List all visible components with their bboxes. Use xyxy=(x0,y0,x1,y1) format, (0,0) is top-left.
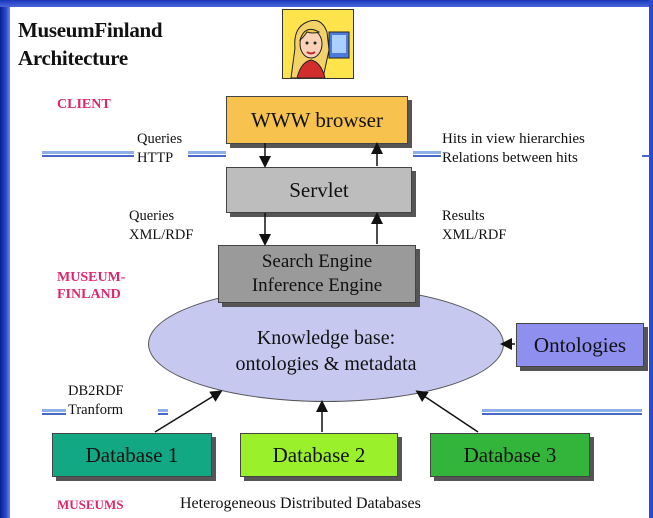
client-separator-mid-2 xyxy=(188,155,226,157)
database-3-box: Database 3 xyxy=(430,433,590,477)
woman-at-computer-clipart-icon xyxy=(282,9,354,79)
knowledge-base-line-2: ontologies & metadata xyxy=(235,353,417,375)
museum-separator-a-2 xyxy=(158,413,168,415)
museumfinland-layer-label: MUSEUM- FINLAND xyxy=(57,269,125,303)
museum-separator-right xyxy=(482,409,642,412)
queries-http-line-1: Queries xyxy=(137,131,183,147)
slide-right-border xyxy=(649,0,653,518)
www-browser-box: WWW browser xyxy=(226,96,408,144)
results-label: Results XML/RDF xyxy=(442,207,506,245)
arrow-db1-to-kb xyxy=(154,390,223,433)
title-line-2: Architecture xyxy=(18,46,128,70)
hits-line-1: Hits in view hierarchies xyxy=(442,131,585,147)
client-separator-end xyxy=(642,155,650,157)
ontologies-box: Ontologies xyxy=(516,323,644,367)
servlet-box: Servlet xyxy=(226,167,412,213)
museum-separator-left-2 xyxy=(42,413,66,415)
museumfinland-label-line-1: MUSEUM- xyxy=(57,270,126,285)
knowledge-base-line-1: Knowledge base: xyxy=(256,327,396,349)
db2rdf-line-2: Tranform xyxy=(68,402,124,418)
search-engine-label: Search Engine xyxy=(261,251,373,272)
hits-label: Hits in view hierarchies Relations betwe… xyxy=(442,130,585,168)
queries-xml-line-2: XML/RDF xyxy=(129,227,194,243)
arrow-db3-to-kb xyxy=(415,390,479,433)
results-line-1: Results xyxy=(442,208,485,224)
inference-engine-label: Inference Engine xyxy=(251,275,383,296)
db2rdf-line-1: DB2RDF xyxy=(68,383,124,399)
search-inference-engine-box: Search Engine Inference Engine xyxy=(218,245,416,303)
database-1-box: Database 1 xyxy=(52,433,212,477)
queries-xml-label: Queries XML/RDF xyxy=(129,207,193,245)
client-layer-label: CLIENT xyxy=(57,97,111,112)
client-separator-left-2 xyxy=(42,155,134,157)
queries-http-label: Queries HTTP xyxy=(137,130,182,168)
database-2-box: Database 2 xyxy=(240,433,398,477)
museum-separator-right-2 xyxy=(482,413,642,415)
museums-layer-label: MUSEUMS xyxy=(57,497,124,512)
museumfinland-label-line-2: FINLAND xyxy=(57,287,121,302)
results-line-2: XML/RDF xyxy=(442,227,507,243)
client-separator-right-2 xyxy=(413,155,441,157)
client-separator-mid xyxy=(188,151,226,154)
hits-line-2: Relations between hits xyxy=(442,150,578,166)
museums-caption: Heterogeneous Distributed Databases xyxy=(180,495,421,512)
db2rdf-label: DB2RDF Tranform xyxy=(68,382,124,420)
title-line-1: MuseumFinland xyxy=(18,18,163,42)
museum-separator-a xyxy=(158,409,168,412)
knowledge-base-ellipse: Knowledge base: ontologies & metadata xyxy=(148,286,504,402)
queries-http-line-2: HTTP xyxy=(137,150,174,166)
client-separator-right xyxy=(413,151,441,154)
slide-title: MuseumFinland Architecture xyxy=(18,16,163,72)
client-separator-left xyxy=(42,151,134,154)
slide-top-border xyxy=(0,0,653,7)
slide-left-border xyxy=(0,0,10,518)
museum-separator-left xyxy=(42,409,66,412)
queries-xml-line-1: Queries xyxy=(129,208,175,224)
